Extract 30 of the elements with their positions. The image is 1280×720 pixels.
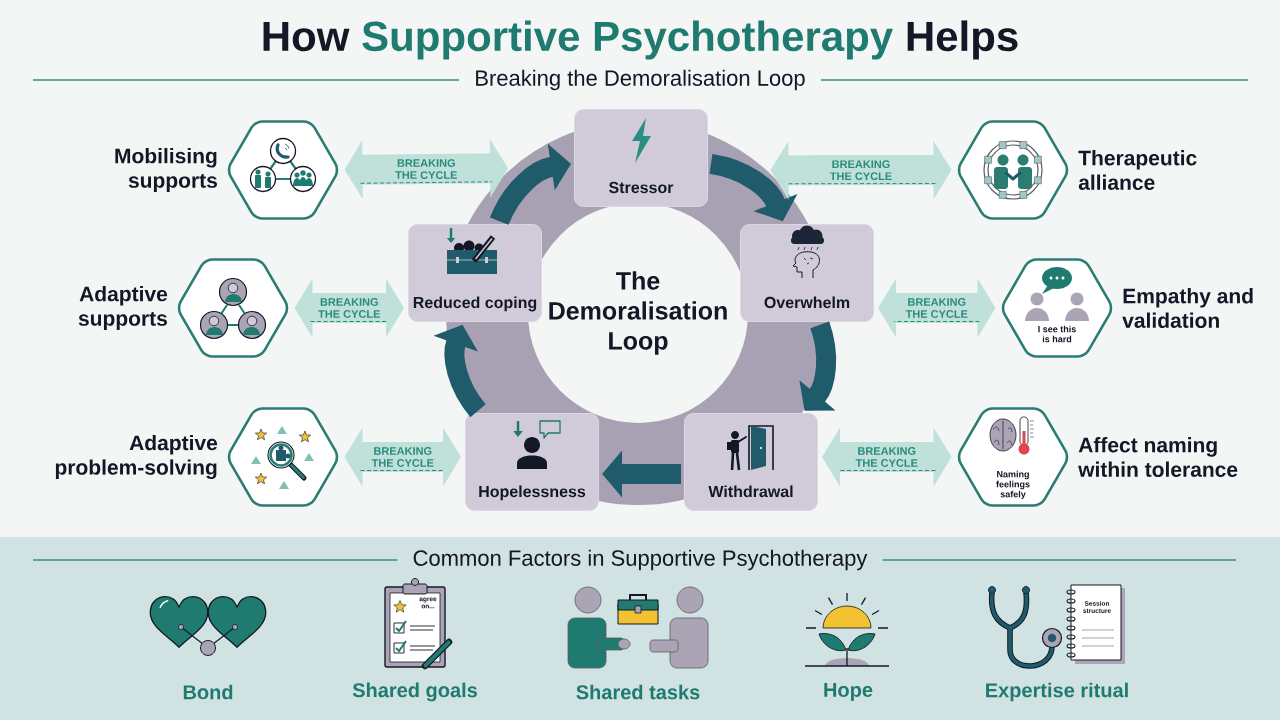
icon-caption: I see this is hard [1038, 325, 1076, 343]
heading: Adaptive supports [78, 285, 168, 331]
curved-arrow [490, 143, 571, 226]
stage-box: Stressor [574, 109, 708, 207]
stage-box: Hopelessness [465, 413, 599, 511]
heading: Mobilising supports [115, 147, 217, 193]
double-arrow [822, 427, 952, 487]
double-arrow [878, 278, 996, 338]
double-arrow [344, 427, 461, 487]
factor-label: Shared goals [352, 682, 477, 702]
double-arrow [294, 278, 404, 338]
icon-caption: Naming feelings safely [996, 470, 1030, 500]
heading: Therapeutic alliance [1078, 150, 1197, 190]
title: How Supportive Psychotherapy Helps [263, 20, 1018, 60]
edge-label: BREAKING THE CYCLE [370, 446, 435, 468]
factor-label: Expertise ritual [986, 682, 1128, 702]
stage-box: Withdrawal [684, 413, 818, 511]
stage-box: Overwhelm [740, 224, 874, 322]
edge-label: BREAKING THE CYCLE [904, 297, 969, 319]
edge-label: BREAKING THE CYCLE [317, 297, 382, 319]
factor-label: Bond [183, 684, 233, 700]
factor-label: Hope [824, 683, 873, 701]
double-arrow [770, 140, 952, 200]
edge-label: BREAKING THE CYCLE [854, 446, 919, 468]
heading: Empathy and validation [1122, 288, 1253, 328]
edge-label: BREAKING THE CYCLE [828, 159, 894, 182]
factor-label: Shared tasks [576, 684, 700, 700]
heading: Affect naming within tolerance [1078, 437, 1238, 477]
heading: Adaptive problem-solving [55, 434, 218, 480]
section-heading: Common Factors in Supportive Psychotherapy [413, 549, 868, 571]
